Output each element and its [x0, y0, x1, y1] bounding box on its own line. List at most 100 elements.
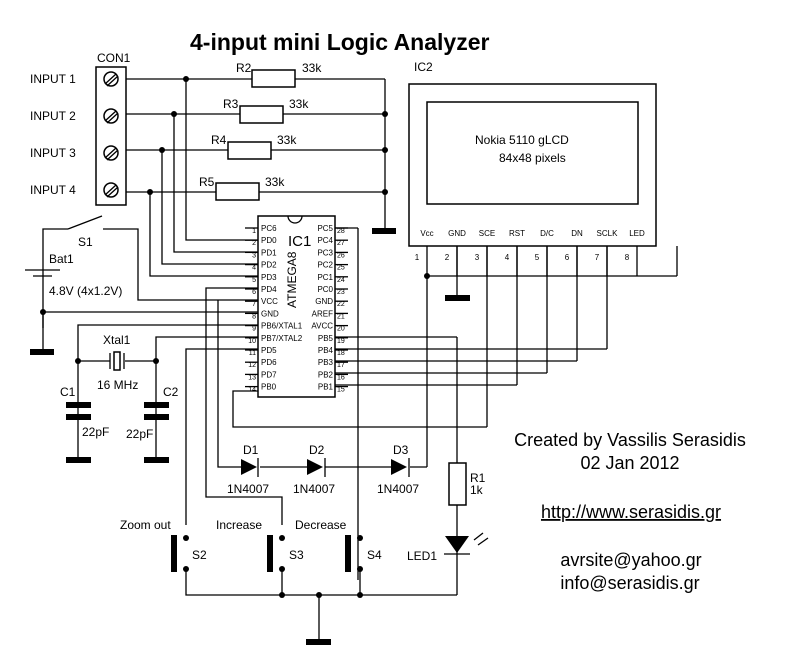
svg-text:4.8V (4x1.2V): 4.8V (4x1.2V)	[49, 284, 122, 298]
svg-text:LED1: LED1	[407, 549, 437, 563]
svg-text:R1: R1	[470, 471, 486, 485]
svg-text:19: 19	[337, 338, 345, 345]
ic2-pin-8: LED 8	[625, 229, 645, 276]
svg-text:28: 28	[337, 228, 345, 235]
svg-text:12: 12	[248, 362, 256, 369]
input-4-label: INPUT 4	[30, 183, 76, 197]
battery-bat1: Bat1 4.8V (4x1.2V)	[25, 252, 122, 298]
svg-text:1N4007: 1N4007	[377, 482, 419, 496]
svg-text:Increase: Increase	[216, 518, 262, 532]
svg-text:9: 9	[252, 326, 256, 333]
svg-text:Nokia 5110 gLCD: Nokia 5110 gLCD	[475, 133, 569, 147]
svg-text:10: 10	[248, 338, 256, 345]
svg-text:PC3: PC3	[317, 248, 333, 257]
ic2-pin-2: GND 2	[445, 229, 466, 276]
svg-text:33k: 33k	[289, 97, 309, 111]
screw-icon	[103, 71, 119, 87]
resistor-r2: R2 33k	[236, 61, 322, 88]
switch-s1: S1	[42, 215, 258, 328]
resistor-r4: R4 33k	[211, 133, 297, 160]
svg-text:2: 2	[445, 253, 450, 262]
capacitor-c1: C1 22pF	[60, 361, 109, 463]
crystal-xtal1: Xtal1 16 MHz	[75, 324, 258, 392]
svg-text:16 MHz: 16 MHz	[97, 378, 138, 392]
svg-text:Xtal1: Xtal1	[103, 333, 131, 347]
svg-text:5: 5	[535, 253, 540, 262]
led1: LED1	[407, 505, 489, 595]
svg-text:GND: GND	[315, 297, 333, 306]
svg-text:R4: R4	[211, 133, 227, 147]
svg-text:S1: S1	[78, 235, 93, 249]
svg-text:2: 2	[252, 240, 256, 247]
svg-text:13: 13	[248, 374, 256, 381]
svg-text:GND: GND	[448, 229, 466, 238]
button-s4: Decrease S4	[295, 518, 382, 572]
svg-text:6: 6	[252, 289, 256, 296]
svg-text:Decrease: Decrease	[295, 518, 347, 532]
svg-text:LED: LED	[629, 229, 645, 238]
svg-text:D2: D2	[309, 443, 325, 457]
svg-text:16: 16	[337, 374, 345, 381]
lcd-wires	[185, 227, 678, 580]
ic1-input-wires	[149, 79, 258, 277]
svg-text:S4: S4	[367, 548, 382, 562]
svg-text:8: 8	[252, 313, 256, 320]
svg-text:22pF: 22pF	[126, 427, 153, 441]
svg-text:4: 4	[252, 265, 256, 272]
svg-text:PB1: PB1	[318, 383, 334, 392]
resistor-r5: R5 33k	[199, 175, 285, 201]
svg-text:PC4: PC4	[317, 236, 333, 245]
button-ground-bus	[185, 569, 457, 645]
svg-text:PC5: PC5	[317, 224, 333, 233]
resistor-r3: R3 33k	[223, 97, 309, 124]
email-1: avrsite@yahoo.gr	[560, 550, 701, 570]
svg-text:D3: D3	[393, 443, 409, 457]
svg-text:1k: 1k	[470, 483, 484, 497]
svg-text:20: 20	[337, 326, 345, 333]
svg-text:5: 5	[252, 277, 256, 284]
svg-text:PD1: PD1	[261, 248, 277, 257]
svg-text:23: 23	[337, 289, 345, 296]
svg-text:PB6/XTAL1: PB6/XTAL1	[261, 322, 303, 331]
credits: Created by Vassilis Serasidis 02 Jan 201…	[514, 430, 746, 593]
ic1-part: ATMEGA8	[285, 251, 299, 308]
svg-text:S3: S3	[289, 548, 304, 562]
svg-text:PC6: PC6	[261, 224, 277, 233]
input-1-label: INPUT 1	[30, 72, 76, 86]
svg-text:3: 3	[475, 253, 480, 262]
svg-text:D/C: D/C	[540, 229, 554, 238]
svg-text:PD2: PD2	[261, 261, 277, 270]
svg-text:R5: R5	[199, 175, 215, 189]
svg-text:8: 8	[625, 253, 630, 262]
schematic-title: 4-input mini Logic Analyzer	[190, 29, 489, 55]
svg-text:DN: DN	[571, 229, 583, 238]
svg-text:1: 1	[252, 228, 256, 235]
ic1-pin-1: 1 PC6	[245, 224, 277, 235]
diode-d3: D3 1N4007	[377, 443, 419, 496]
svg-text:PB2: PB2	[318, 370, 334, 379]
svg-text:PC1: PC1	[317, 273, 333, 282]
input-3-label: INPUT 3	[30, 146, 76, 160]
date: 02 Jan 2012	[580, 453, 679, 473]
svg-text:15: 15	[337, 387, 345, 394]
ic1-pin-9: 9 PB6/XTAL1	[245, 322, 303, 333]
website-link[interactable]: http://www.serasidis.gr	[541, 502, 721, 522]
